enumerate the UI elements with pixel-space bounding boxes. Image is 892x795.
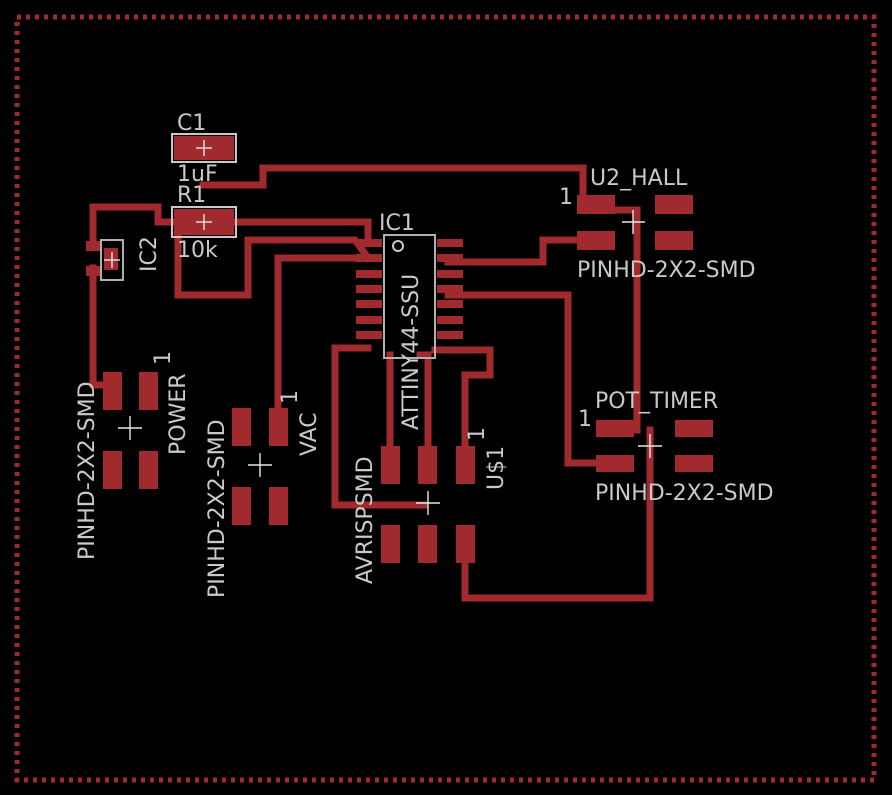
pot-timer-pin1-label: 1 xyxy=(578,407,592,432)
ic1-pad[interactable] xyxy=(356,316,382,324)
vac-name-label: VAC xyxy=(297,412,322,456)
u2-hall-pad-4[interactable] xyxy=(655,231,693,250)
vac-pin1-label: 1 xyxy=(278,390,303,404)
u2-hall-name-label: U2_HALL xyxy=(590,166,688,191)
c1-outline xyxy=(171,133,237,163)
c1-name-label: C1 xyxy=(177,111,206,136)
ic2-pad-2[interactable] xyxy=(86,266,100,276)
avrisp-pad-5[interactable] xyxy=(418,525,437,563)
trace xyxy=(274,254,372,414)
component-u2-hall[interactable]: U2_HALL 1 PINHD-2X2-SMD xyxy=(559,166,756,283)
pot-timer-pad-1[interactable] xyxy=(596,420,634,437)
component-ic1[interactable]: IC1 ATTINY44-SSU xyxy=(356,211,463,430)
ic2-name-label: IC2 xyxy=(137,236,162,272)
power-pad-1[interactable] xyxy=(103,372,122,410)
avrisp-pad-6[interactable] xyxy=(456,525,475,563)
power-pad-4[interactable] xyxy=(139,451,158,489)
component-r1[interactable]: R1 10k xyxy=(171,183,237,263)
trace xyxy=(444,291,609,467)
ic1-pad[interactable] xyxy=(356,254,382,262)
component-ic2[interactable]: IC2 xyxy=(86,236,162,281)
trace xyxy=(331,344,429,509)
ic1-pin1-marker xyxy=(392,240,404,252)
u2-hall-pad-2[interactable] xyxy=(655,195,693,214)
ic1-pad[interactable] xyxy=(356,300,382,308)
component-c1[interactable]: C1 1uF xyxy=(171,111,237,187)
ic1-pad[interactable] xyxy=(437,239,463,247)
r1-name-label: R1 xyxy=(177,183,206,208)
vac-pad-4[interactable] xyxy=(269,487,288,525)
vac-pad-2[interactable] xyxy=(269,408,288,446)
ic1-pad[interactable] xyxy=(437,331,463,339)
avrisp-pad-4[interactable] xyxy=(381,525,400,563)
pot-timer-package-label: PINHD-2X2-SMD xyxy=(595,481,774,506)
component-avrisp[interactable]: AVRISPSMD U$1 1 xyxy=(353,427,509,584)
power-pad-2[interactable] xyxy=(139,372,158,410)
trace xyxy=(416,351,432,454)
r1-value-label: 10k xyxy=(177,238,218,263)
ic1-pad[interactable] xyxy=(356,270,382,278)
ic2-pad-3[interactable] xyxy=(104,248,118,270)
avrisp-package-label: AVRISPSMD xyxy=(353,456,378,584)
ic1-pad[interactable] xyxy=(437,254,463,262)
ic1-pad[interactable] xyxy=(356,239,382,247)
avrisp-pad-3[interactable] xyxy=(456,446,475,484)
ic1-pad[interactable] xyxy=(356,285,382,293)
pot-timer-name-label: POT_TIMER xyxy=(595,389,718,414)
ic1-pad[interactable] xyxy=(437,316,463,324)
ic1-pad[interactable] xyxy=(437,270,463,278)
trace xyxy=(431,346,494,454)
ic1-pad[interactable] xyxy=(437,285,463,293)
avrisp-name-label: U$1 xyxy=(484,446,509,490)
vac-pad-3[interactable] xyxy=(232,487,251,525)
u2-hall-pad-1[interactable] xyxy=(577,195,615,214)
trace xyxy=(229,218,372,247)
u2-hall-pad-3[interactable] xyxy=(577,231,615,250)
power-package-label: PINHD-2X2-SMD xyxy=(75,381,100,560)
trace xyxy=(89,203,187,251)
trace xyxy=(444,236,587,266)
ic1-outline xyxy=(383,234,436,359)
c1-pad-2[interactable] xyxy=(212,136,234,160)
avrisp-pin1-label: 1 xyxy=(465,427,490,441)
pot-timer-pad-3[interactable] xyxy=(596,455,634,472)
traces xyxy=(89,164,654,602)
ic1-left-pads xyxy=(356,239,382,339)
trace xyxy=(199,164,587,207)
ic2-outline xyxy=(100,239,124,281)
component-vac[interactable]: PINHD-2X2-SMD VAC 1 xyxy=(205,390,322,598)
r1-outline xyxy=(171,206,237,238)
avrisp-pad-1[interactable] xyxy=(381,446,400,484)
c1-pad-1[interactable] xyxy=(174,136,196,160)
vac-package-label: PINHD-2X2-SMD xyxy=(205,419,230,598)
component-pot-timer[interactable]: POT_TIMER 1 PINHD-2X2-SMD xyxy=(578,389,774,506)
ic1-name-label: IC1 xyxy=(379,211,415,236)
component-power[interactable]: PINHD-2X2-SMD POWER 1 xyxy=(75,351,191,560)
ic1-pad[interactable] xyxy=(437,300,463,308)
power-pad-3[interactable] xyxy=(103,451,122,489)
pot-timer-pad-2[interactable] xyxy=(675,420,713,437)
trace xyxy=(461,426,654,602)
ic1-value-label: ATTINY44-SSU xyxy=(399,274,424,430)
vac-pad-1[interactable] xyxy=(232,408,251,446)
ic1-pad[interactable] xyxy=(356,331,382,339)
avrisp-pad-2[interactable] xyxy=(418,446,437,484)
ic1-right-pads xyxy=(437,239,463,339)
u2-hall-package-label: PINHD-2X2-SMD xyxy=(577,258,756,283)
power-name-label: POWER xyxy=(166,373,191,455)
power-pin1-label: 1 xyxy=(151,351,176,365)
ic2-pad-1[interactable] xyxy=(86,241,100,251)
c1-value-label: 1uF xyxy=(177,162,218,187)
u2-hall-pin1-label: 1 xyxy=(559,185,573,210)
pot-timer-pad-4[interactable] xyxy=(675,455,713,472)
